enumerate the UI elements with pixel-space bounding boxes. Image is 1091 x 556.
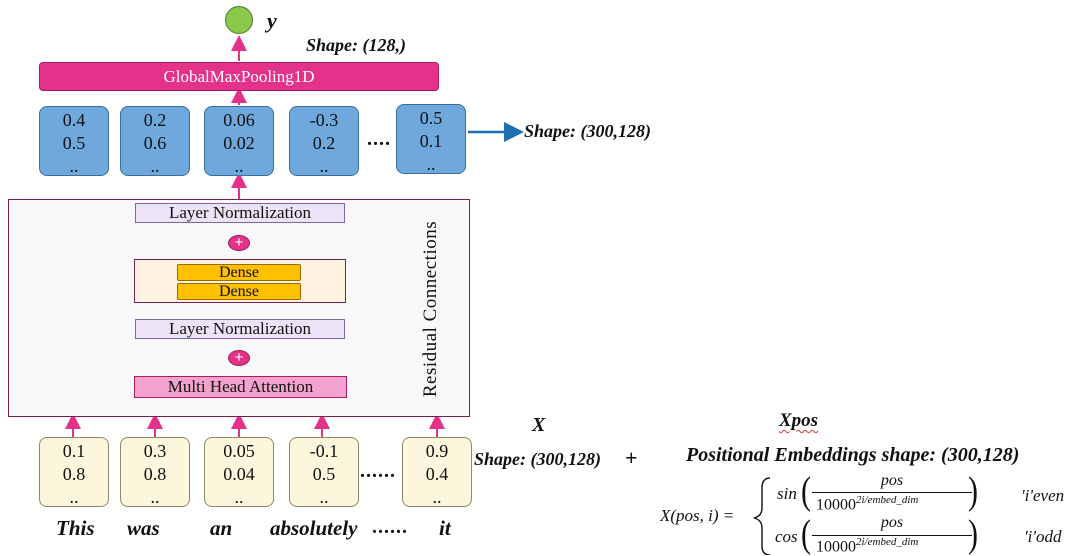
formula-fraction-bar-2	[812, 535, 972, 536]
input-word-2: was	[127, 516, 160, 540]
formula-paren-close-2: )	[968, 512, 978, 556]
formula-paren-open-2: (	[801, 512, 811, 556]
formula-fraction-bar-1	[812, 492, 972, 493]
formula-odd-condition: 'i'odd	[1024, 527, 1062, 546]
positional-embeddings-title: Positional Embeddings shape: (300,128)	[686, 444, 1020, 466]
input-words-ellipsis: ......	[372, 516, 408, 538]
formula-denominator-1: 100002i/embed_dim	[816, 494, 919, 514]
formula-denominator-2: 100002i/embed_dim	[816, 536, 919, 556]
global-max-pooling-layer: GlobalMaxPooling1D	[39, 62, 439, 91]
output-shape-label: Shape: (128,)	[306, 35, 406, 55]
formula-lhs: X(pos, i) =	[660, 506, 735, 525]
input-x-label: X	[532, 414, 546, 436]
residual-connections-label: Residual Connections	[420, 220, 441, 398]
output-node	[225, 6, 253, 34]
formula-paren-close-1: )	[968, 469, 978, 513]
output-vectors-ellipsis: ....	[367, 128, 391, 150]
add-node-upper: +	[228, 235, 250, 251]
formula-numerator-2: pos	[880, 514, 904, 531]
formula-even-condition: 'i'even	[1021, 486, 1065, 505]
formula-paren-open-1: (	[801, 469, 811, 513]
formula-cos: cos	[775, 527, 798, 546]
input-word-4: absolutely	[270, 516, 358, 540]
dense-layer-1: Dense	[177, 264, 301, 281]
formula-sin: sin	[777, 484, 797, 503]
input-word-1: This	[56, 516, 95, 540]
plus-sign: +	[625, 445, 638, 470]
input-word-3: an	[210, 516, 233, 540]
xpos-label: Xpos	[779, 410, 819, 431]
formula-brace	[753, 477, 771, 555]
input-vectors-ellipsis: ......	[360, 460, 396, 482]
multi-head-attention-layer: Multi Head Attention	[134, 376, 347, 398]
input-word-5: it	[439, 516, 451, 540]
layer-normalization-mid: Layer Normalization	[135, 319, 345, 339]
layer-normalization-top: Layer Normalization	[135, 203, 345, 223]
add-node-lower: +	[228, 350, 250, 366]
dense-layer-2: Dense	[177, 283, 301, 300]
output-vectors-shape-label: Shape: (300,128)	[524, 121, 651, 141]
output-label: y	[267, 8, 277, 33]
input-shape-label: Shape: (300,128)	[474, 449, 601, 469]
formula-numerator-1: pos	[880, 472, 904, 489]
